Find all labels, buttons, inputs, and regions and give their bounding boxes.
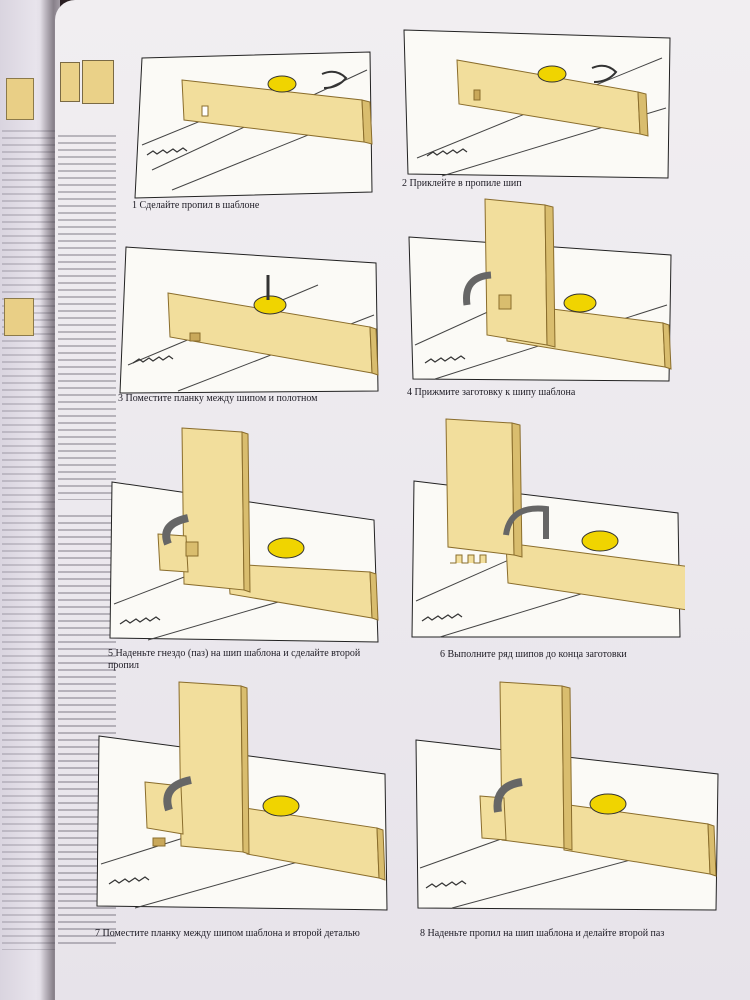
figure-step-1: 1 Сделайте пропил в шаблоне — [132, 50, 377, 211]
step-6-illustration — [411, 418, 685, 638]
step-1-caption: 1 Сделайте пропил в шаблоне — [132, 200, 260, 211]
figure-step-5: 5 Наденьте гнездо (паз) на шип шаблона и… — [108, 424, 383, 676]
step-8-caption: 8 Наденьте пропил на шип шаблона и делай… — [420, 928, 665, 939]
figure-step-3: 3 Поместите планку между шипом и полотно… — [118, 245, 380, 410]
step-1-illustration — [134, 51, 373, 199]
step-5-illustration — [109, 427, 379, 643]
figure-step-6: 6 Выполните ряд шипов до конца заготовки — [410, 415, 685, 670]
step-4-caption: 4 Прижмите заготовку к шипу шаблона — [407, 387, 576, 398]
step-3-illustration — [119, 246, 379, 394]
step-7-illustration — [96, 681, 388, 911]
left-page-illustration-1 — [6, 78, 34, 120]
step-6-caption: 6 Выполните ряд шипов до конца заготовки — [440, 649, 627, 660]
figure-step-4: 4 Прижмите заготовку к шипу шаблона — [405, 195, 675, 405]
margin-dovetail-icon — [82, 60, 114, 104]
figure-step-7: 7 Поместите планку между шипом шаблона и… — [95, 678, 395, 948]
step-7-caption: 7 Поместите планку между шипом шаблона и… — [95, 928, 360, 939]
step-2-illustration — [403, 29, 671, 179]
step-4-illustration — [408, 198, 672, 382]
left-page-illustration-2 — [4, 298, 34, 336]
margin-column — [58, 40, 116, 945]
step-3-caption: 3 Поместите планку между шипом и полотно… — [118, 393, 318, 404]
figure-step-2: 2 Приклейте в пропиле шип — [402, 28, 672, 193]
margin-joint-icon — [60, 62, 80, 102]
step-8-illustration — [415, 681, 719, 911]
step-2-caption: 2 Приклейте в пропиле шип — [402, 178, 522, 189]
figure-step-8: 8 Наденьте пропил на шип шаблона и делай… — [412, 678, 722, 948]
margin-text-1 — [58, 135, 116, 500]
step-5-caption: 5 Наденьте гнездо (паз) на шип шаблона и… — [108, 648, 361, 671]
left-page-text-block — [2, 130, 56, 950]
left-page — [0, 0, 60, 1000]
